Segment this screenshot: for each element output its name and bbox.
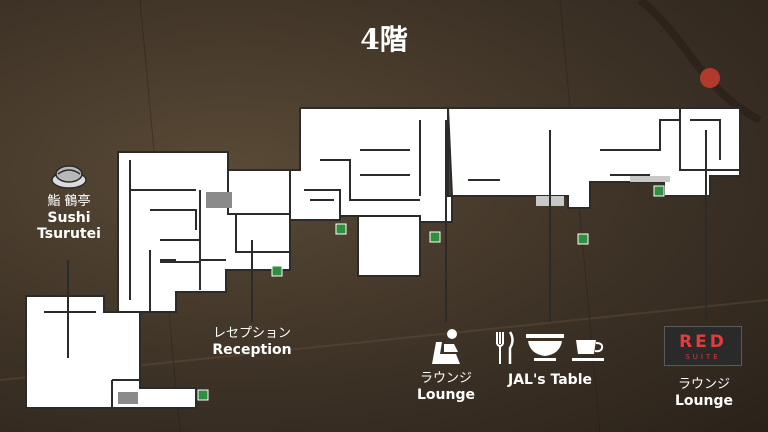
sushi-icon xyxy=(51,165,87,189)
lounge-label-en: Lounge xyxy=(417,386,475,403)
reception-label-jp: レセプション xyxy=(212,326,291,341)
jals-table-label: JAL's Table xyxy=(492,372,608,388)
jals-table-label-en: JAL's Table xyxy=(508,372,592,388)
red-suite-logo: RED SUITE xyxy=(664,326,742,366)
lounge-label: ラウンジ Lounge xyxy=(402,371,490,403)
reception-label: レセプション Reception xyxy=(200,326,304,358)
sushi-label-jp: 鮨 鶴亭 xyxy=(47,194,91,209)
reception-label-en: Reception xyxy=(212,341,292,358)
red-lounge-label-en: Lounge xyxy=(675,392,733,409)
lounge-label-jp: ラウンジ xyxy=(419,371,472,386)
red-marker-dot xyxy=(700,68,720,88)
sushi-label-en-2: Tsurutei xyxy=(37,226,101,243)
inner-walls xyxy=(44,119,721,408)
cutlery-icon xyxy=(496,331,514,364)
emergency-exit-icon xyxy=(197,185,665,401)
sushi-label-en-1: Sushi xyxy=(47,209,91,226)
red-logo-sub: SUITE xyxy=(685,353,721,361)
red-logo-text: RED xyxy=(679,332,727,352)
callout-lines xyxy=(67,120,707,358)
sushi-label: 鮨 鶴亭 Sushi Tsurutei xyxy=(20,194,118,243)
floor-rooms xyxy=(25,107,741,409)
seat-icon xyxy=(432,329,460,364)
coffee-cup-icon xyxy=(572,340,604,361)
bowl-icon xyxy=(526,334,564,361)
red-lounge-label: ラウンジ Lounge xyxy=(660,377,748,409)
floor-title: 4階 xyxy=(360,23,408,56)
red-lounge-label-jp: ラウンジ xyxy=(677,377,730,392)
